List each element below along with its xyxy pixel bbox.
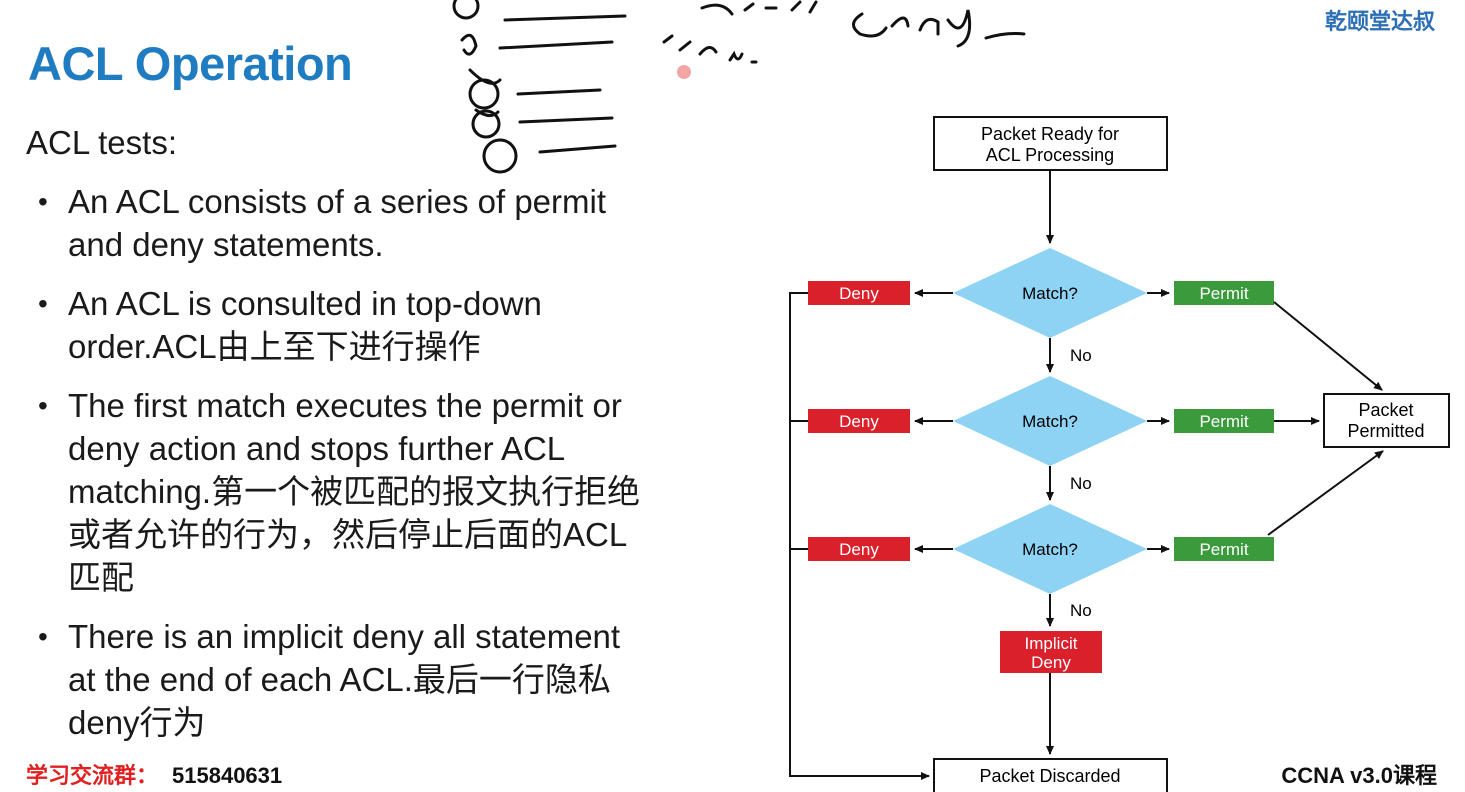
bullet-item: An ACL is consulted in top-down order.AC… — [38, 282, 738, 368]
scribble-circle-1 — [452, 0, 480, 20]
footer-group-info: 学习交流群： 515840631 — [26, 758, 282, 790]
bullet-line: matching.第一个被匹配的报文执行拒绝 — [68, 473, 641, 510]
match-label: Match? — [1022, 540, 1078, 559]
bullet-line: deny action and stops further ACL — [68, 430, 566, 467]
packet-permitted-box — [1323, 393, 1450, 448]
scribble-line — [516, 88, 602, 96]
bullet-line: 或者允许的行为，然后停止后面的ACL — [68, 516, 628, 553]
scribble-line — [518, 116, 614, 124]
implicit-label-line2: Deny — [1031, 653, 1071, 672]
no-label: No — [1070, 601, 1092, 620]
permitted-label-line2: Permitted — [1347, 421, 1424, 441]
match-diamond-3: Match? — [953, 504, 1147, 594]
packet-discarded-box — [933, 758, 1168, 792]
permit-label: Permit — [1199, 412, 1248, 431]
deny-box-2: Deny — [808, 409, 910, 433]
discarded-label: Packet Discarded — [979, 766, 1120, 786]
deny-box-3: Deny — [808, 537, 910, 561]
scribble-circle-5 — [482, 138, 518, 174]
bullet-line: An ACL consists of a series of permit — [68, 183, 607, 220]
scribble-line — [498, 40, 614, 50]
match-diamond-2: Match? — [953, 376, 1147, 466]
scribble-circle-4 — [471, 109, 501, 139]
start-label-line1: Packet Ready for — [981, 124, 1119, 144]
deny-box-1: Deny — [808, 281, 910, 305]
bullet-line: deny行为 — [68, 704, 206, 741]
deny-label: Deny — [839, 540, 879, 559]
bullet-line: There is an implicit deny all statement — [68, 618, 621, 655]
deny-label: Deny — [839, 284, 879, 303]
footer-course-label: CCNA v3.0课程 — [1281, 763, 1437, 788]
no-label: No — [1070, 346, 1092, 365]
implicit-label-line1: Implicit — [1025, 634, 1078, 653]
watermark-logo-text: 乾颐堂达叔 — [1324, 9, 1435, 35]
bullet-line: 匹配 — [68, 559, 134, 596]
footer-group-number: 515840631 — [172, 763, 283, 788]
permit-box-3: Permit — [1174, 537, 1274, 561]
permit-box-2: Permit — [1174, 409, 1274, 433]
bullet-item: The first match executes the permit or d… — [38, 384, 738, 599]
scribble-dot — [677, 65, 691, 79]
intro-text: ACL tests: — [26, 124, 177, 161]
start-label-line2: ACL Processing — [986, 145, 1114, 165]
bullet-line: order.ACL由上至下进行操作 — [68, 328, 481, 365]
no-label: No — [1070, 474, 1092, 493]
deny-label: Deny — [839, 412, 879, 431]
bullet-line: An ACL is consulted in top-down — [68, 285, 542, 322]
match-label: Match? — [1022, 284, 1078, 303]
footer-group-label: 学习交流群： — [26, 763, 159, 789]
permit-box-1: Permit — [1174, 281, 1274, 305]
permit-label: Permit — [1199, 284, 1248, 303]
permit-label: Permit — [1199, 540, 1248, 559]
start-box — [933, 116, 1168, 171]
implicit-deny-box: Implicit Deny — [1000, 631, 1102, 673]
bullet-item: There is an implicit deny all statement … — [38, 615, 738, 744]
scribble-line — [538, 144, 617, 154]
bullet-line: The first match executes the permit or — [68, 387, 622, 424]
bullet-item: An ACL consists of a series of permit an… — [38, 180, 738, 266]
match-diamond-1: Match? — [953, 248, 1147, 338]
bullet-line: at the end of each ACL.最后一行隐私 — [68, 661, 611, 698]
slide-title: ACL Operation — [28, 37, 353, 90]
match-label: Match? — [1022, 412, 1078, 431]
bullet-list: An ACL consists of a series of permit an… — [38, 180, 738, 760]
scribble-line — [503, 14, 627, 22]
scribble-mark-2 — [460, 33, 478, 56]
permitted-label-line1: Packet — [1358, 400, 1413, 420]
bullet-line: and deny statements. — [68, 226, 384, 263]
